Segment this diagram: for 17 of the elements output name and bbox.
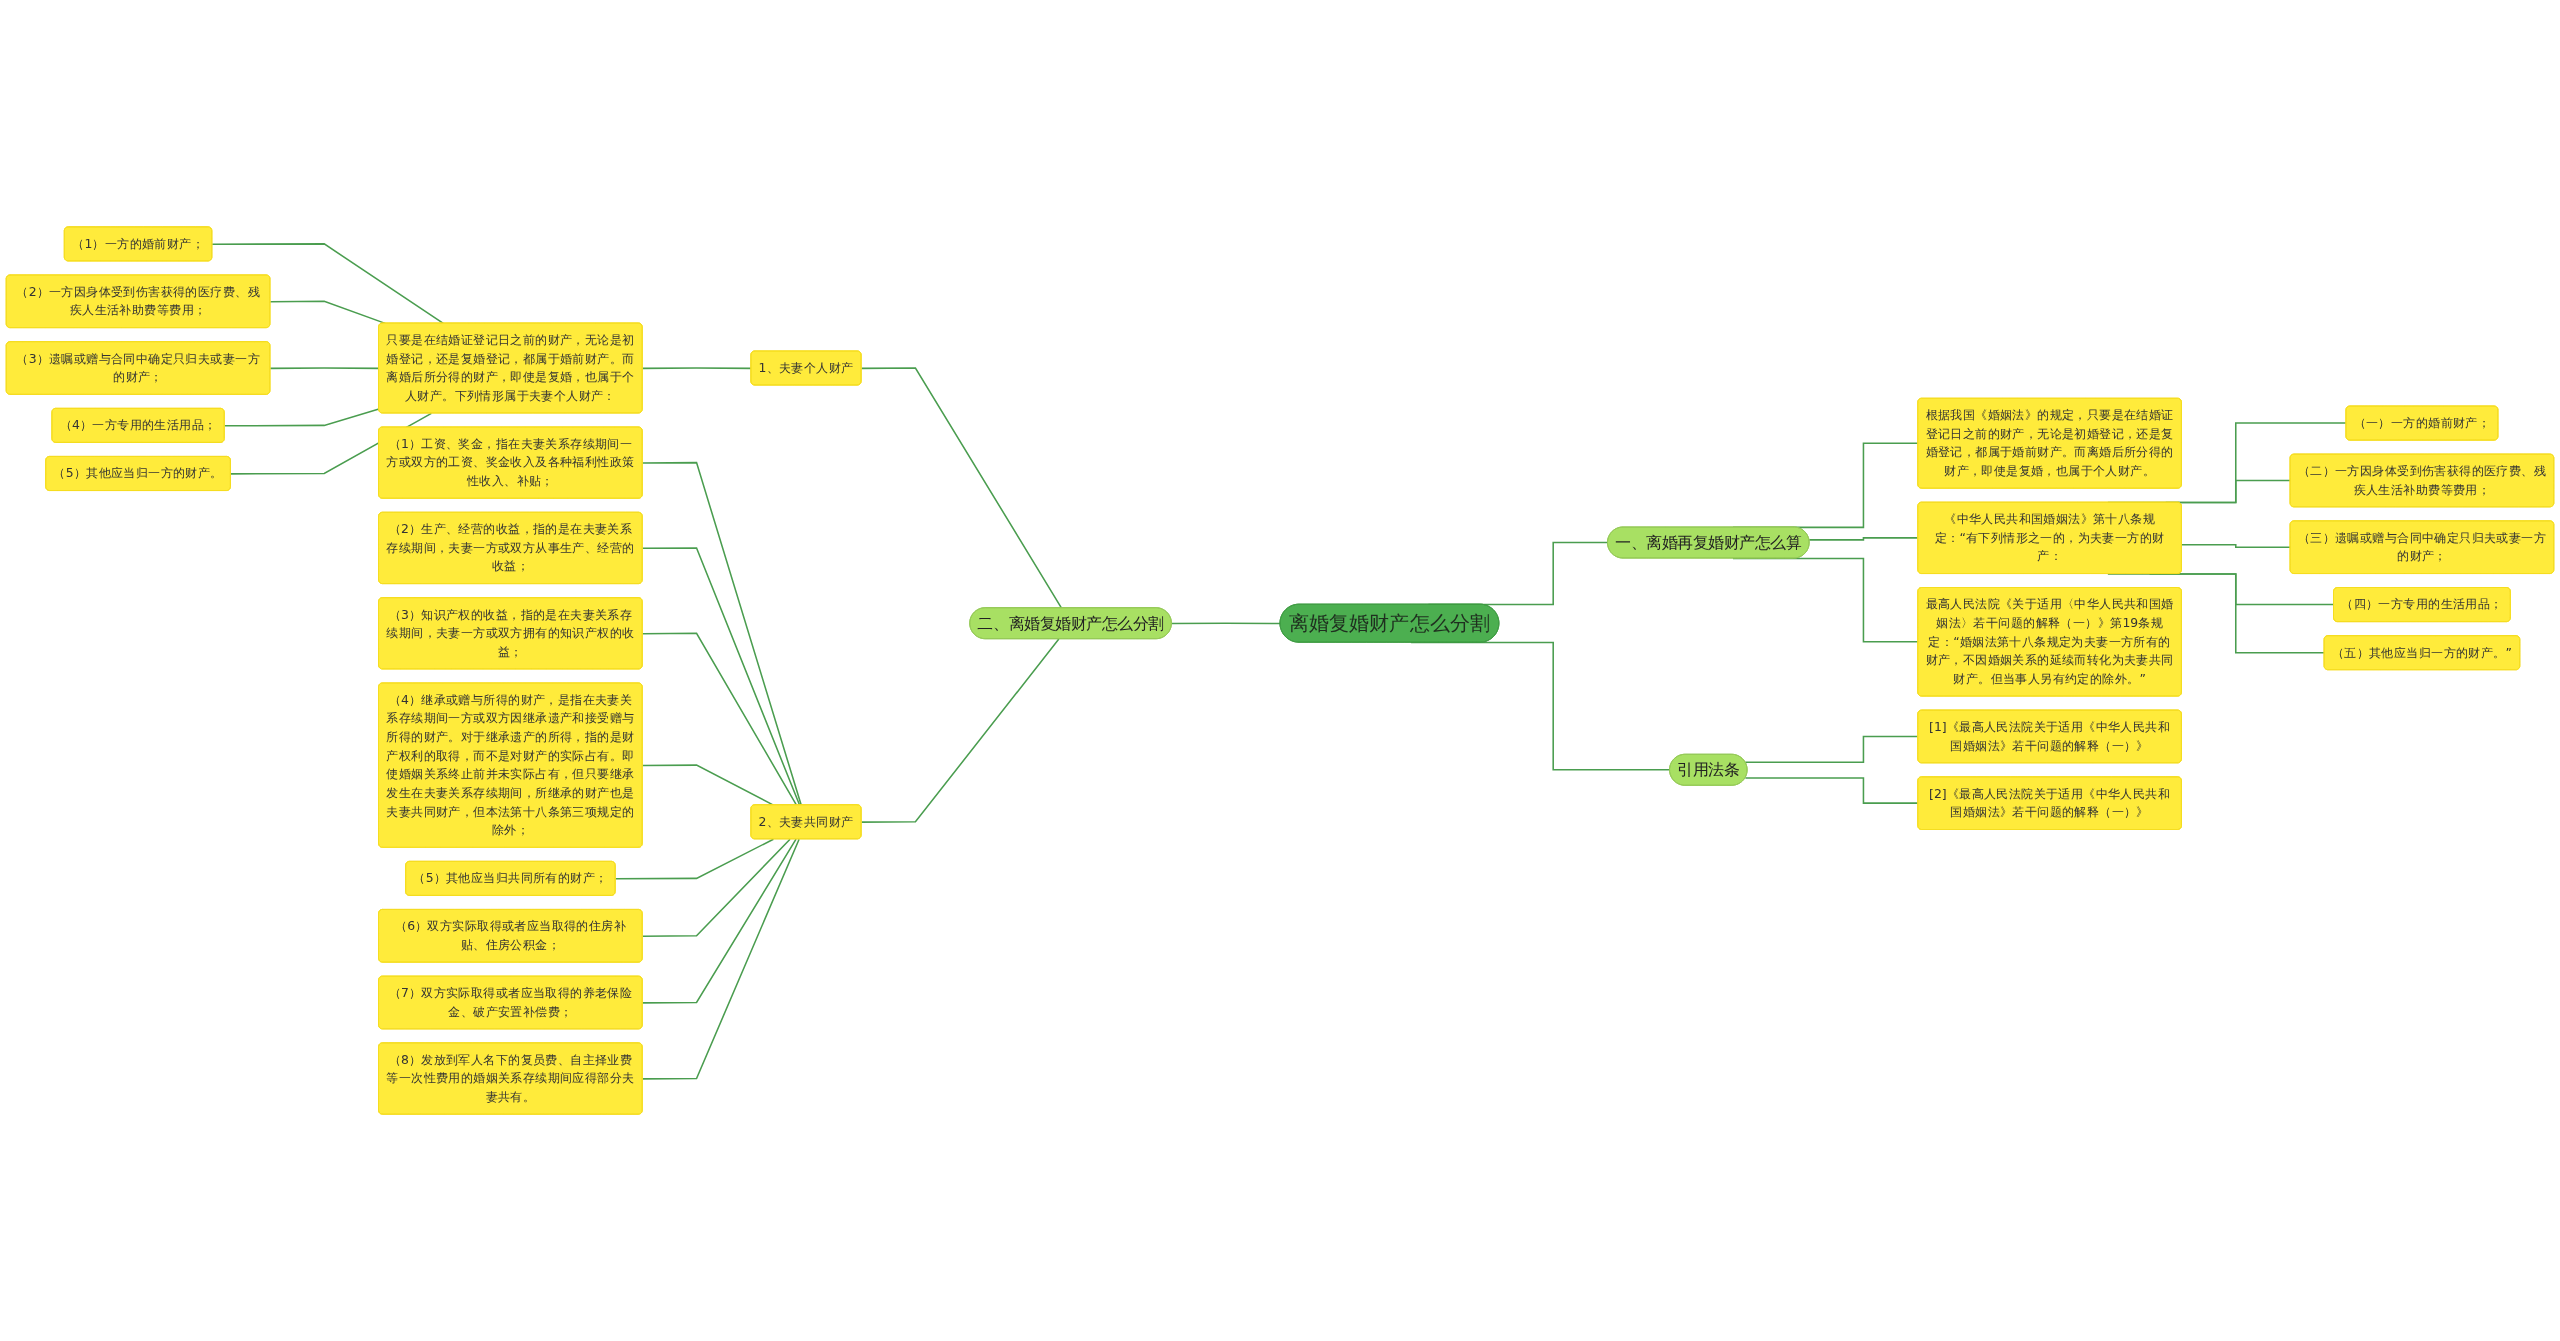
connector — [641, 367, 752, 370]
connector — [211, 243, 445, 325]
connector — [1808, 537, 1919, 541]
connector — [223, 408, 380, 427]
connector — [641, 838, 800, 1080]
connector — [860, 638, 1060, 823]
connector — [641, 838, 791, 937]
connector — [614, 838, 775, 880]
connector — [641, 461, 802, 806]
connector — [860, 367, 1063, 609]
connector — [1744, 777, 1919, 805]
connector — [641, 632, 798, 806]
connector — [2181, 544, 2292, 549]
connector — [641, 838, 797, 1004]
connector — [1744, 735, 1919, 764]
connector — [269, 367, 380, 370]
connector — [641, 547, 801, 806]
